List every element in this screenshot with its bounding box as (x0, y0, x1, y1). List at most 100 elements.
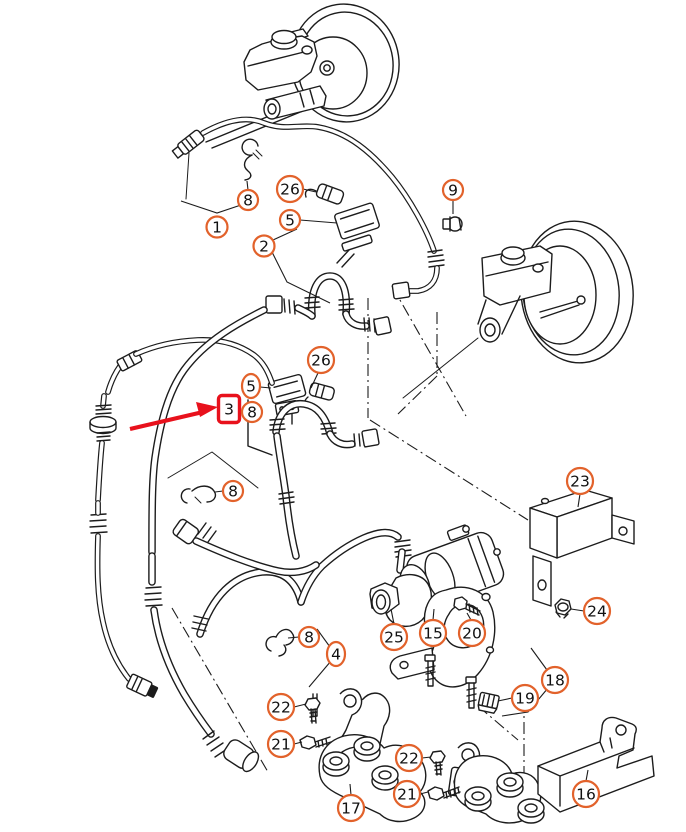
callout-21[interactable]: 21 (266, 729, 296, 759)
callout-number: 3 (224, 401, 234, 419)
callout-number: 19 (515, 690, 535, 708)
selection-highlight-layer (129, 402, 218, 432)
callout-22[interactable]: 22 (394, 743, 424, 773)
callout-number: 22 (399, 750, 419, 768)
callout-leader-lines (180, 180, 589, 796)
callout-number: 5 (246, 378, 256, 396)
nut-24 (554, 598, 572, 619)
brake-booster-top (205, 3, 400, 149)
leader-line (501, 687, 549, 717)
callout-number: 21 (397, 786, 417, 804)
callout-number: 2 (259, 238, 269, 256)
callout-25[interactable]: 25 (379, 622, 409, 652)
callout-number: 23 (570, 473, 590, 491)
leader-line (530, 647, 548, 671)
selection-arrow-shaft (129, 409, 204, 432)
bracket-23 (529, 489, 635, 607)
valve-assembly-middle (247, 373, 380, 560)
callout-26[interactable]: 26 (275, 174, 305, 204)
vacuum-hose-middle-stub (172, 518, 320, 577)
valve-assembly-upper (265, 183, 392, 336)
screw-22-right (429, 750, 446, 776)
callout-8[interactable]: 8 (236, 188, 260, 212)
hose-clip-mid (180, 485, 217, 504)
screw-22-left (304, 697, 321, 724)
callout-22[interactable]: 22 (266, 692, 296, 722)
callout-2[interactable]: 2 (252, 234, 276, 258)
callout-number: 21 (271, 736, 291, 754)
leader-line (287, 636, 300, 639)
callout-number: 8 (243, 192, 253, 210)
leader-line (497, 697, 513, 702)
callout-5[interactable]: 5 (240, 372, 262, 400)
callout-number: 22 (271, 699, 291, 717)
callout-number: 17 (341, 800, 361, 818)
callout-number: 18 (545, 672, 565, 690)
vacuum-pump (369, 524, 505, 634)
vacuum-hose-to-pump (191, 528, 412, 638)
hose-clamp-9 (442, 216, 463, 232)
callout-24[interactable]: 24 (582, 596, 612, 626)
leader-line (271, 251, 331, 304)
callout-number: 16 (576, 786, 596, 804)
screw-20 (453, 596, 481, 616)
callout-8[interactable]: 8 (297, 625, 321, 649)
callout-number: 8 (228, 483, 238, 501)
leader-line (293, 741, 303, 745)
callout-15[interactable]: 15 (418, 618, 448, 648)
callout-26[interactable]: 26 (306, 345, 336, 375)
callout-number: 15 (423, 625, 443, 643)
vacuum-pipe-left (89, 337, 275, 698)
callout-8[interactable]: 8 (240, 400, 264, 424)
callout-number: 8 (304, 629, 314, 647)
leader-line (577, 493, 581, 508)
callout-9[interactable]: 9 (441, 178, 465, 202)
callout-8[interactable]: 8 (221, 479, 245, 503)
leader-line (310, 372, 319, 389)
callout-16[interactable]: 16 (571, 779, 601, 809)
callout-number: 26 (280, 181, 300, 199)
selection-arrow-head (196, 402, 218, 417)
callout-number: 24 (587, 603, 607, 621)
hose-clip-top (241, 138, 263, 181)
callout-number: 20 (462, 625, 482, 643)
leader-line (349, 783, 352, 796)
leader-line (246, 180, 249, 191)
callout-number: 4 (331, 646, 341, 664)
bracket-16 (447, 716, 655, 824)
leader-line (308, 660, 332, 688)
leader-line (585, 769, 589, 782)
callout-number: 9 (448, 182, 458, 200)
leader-line (432, 608, 435, 621)
callout-20[interactable]: 20 (457, 618, 487, 648)
callout-number: 5 (285, 212, 295, 230)
callout-23[interactable]: 23 (565, 466, 595, 496)
hose-clip-bottom (265, 628, 295, 657)
leader-line (302, 188, 317, 193)
callout-19[interactable]: 19 (510, 683, 540, 713)
callout-3-highlighted[interactable]: 3 (216, 393, 242, 425)
callout-number: 25 (384, 629, 404, 647)
leader-line (419, 791, 429, 795)
leader-line (390, 608, 395, 625)
callout-1[interactable]: 1 (205, 215, 229, 239)
callout-number: 1 (212, 219, 222, 237)
callout-17[interactable]: 17 (336, 793, 366, 823)
leader-line (299, 219, 338, 224)
bolt-21-left (299, 735, 332, 750)
vacuum-hose-top (171, 116, 445, 300)
callout-number: 26 (311, 352, 331, 370)
callout-number: 8 (247, 404, 257, 422)
leader-line (259, 386, 272, 389)
leader-line (272, 228, 298, 241)
bolt-21-right (427, 786, 461, 801)
callout-21[interactable]: 21 (392, 779, 422, 809)
callout-5[interactable]: 5 (278, 208, 302, 232)
leader-line (466, 612, 472, 621)
brake-booster-front (477, 220, 634, 364)
callout-4[interactable]: 4 (325, 640, 347, 668)
clip-19 (477, 691, 500, 714)
vacuum-hose-left-lower (144, 306, 268, 773)
callout-18[interactable]: 18 (540, 665, 570, 695)
